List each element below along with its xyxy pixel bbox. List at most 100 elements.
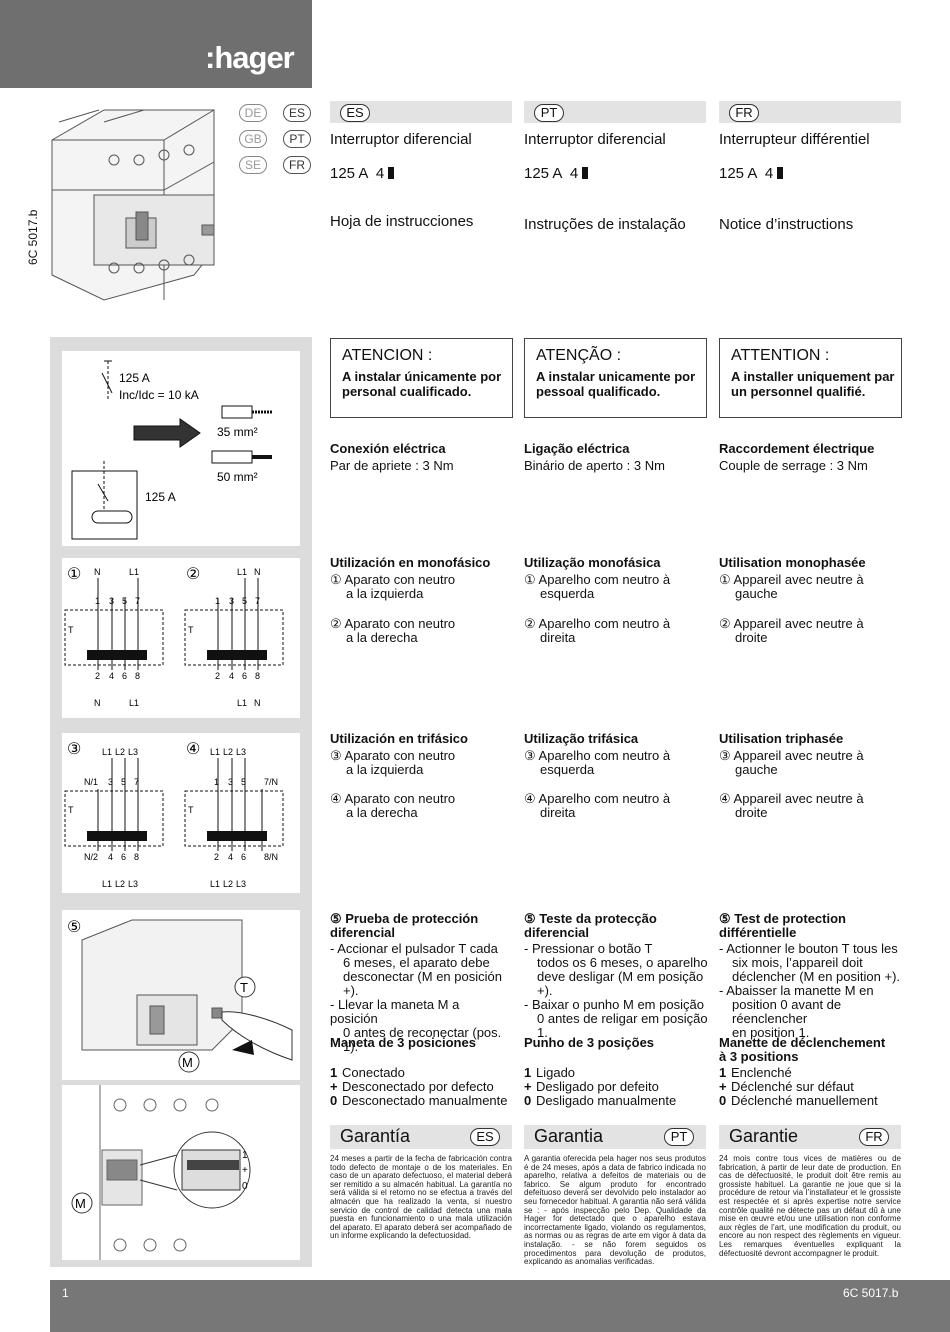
attention-box-es: ATENCION : A instalar únicamente por per… [330,338,513,418]
tri-3-line1: ③ Aparato con neutro [330,748,456,763]
test-line: - Actionner le bouton T tous les [719,941,898,956]
test-title-line2: diferencial [524,925,590,940]
conn-text-fr: Couple de serrage : 3 Nm [719,458,868,473]
handle-mark-1: 1 [242,1150,248,1161]
attention-line1-pt: A instalar unicamente por [536,369,696,384]
handle-title-line1: Manette de déclenchement [719,1035,886,1050]
mono-breaker-bar-2 [207,650,267,660]
label-l3-t3: L3 [128,747,138,757]
test-text-pt: - Pressionar o botão T todos os 6 meses,… [524,942,709,1040]
tri-title-fr: Utilisation triphasée [719,731,844,746]
term-8b: 8 [255,671,260,681]
connection-diagram: 125 A Inc/Idc = 10 kA 35 mm² 50 mm² 125 … [62,351,300,546]
lang-se: SE [239,156,267,174]
label-l2-t3: L2 [115,747,125,757]
column-header-fr [719,101,901,123]
term-6b: 6 [242,671,247,681]
label-l1-bot-1: L1 [129,698,139,708]
term4-5: 5 [241,777,246,787]
tri-title-pt: Utilização trifásica [524,731,639,746]
term4-4: 4 [228,852,233,862]
tri-3-line2: a la izquierda [346,762,424,777]
test-line: - Accionar el pulsador T cada [330,941,498,956]
test-line: - Llevar la maneta M a posición [330,997,460,1026]
tri-3-line1: ③ Aparelho com neutro à [524,748,671,763]
test-line: 0 antes de reconectar (pos. 1). [343,1025,502,1054]
term-4b: 4 [229,671,234,681]
mono-1-line2: a la izquierda [346,586,424,601]
column-header-es [330,101,512,123]
page-number: 1 [62,1286,69,1300]
handle-item: +Déclenché sur défaut [719,1079,854,1094]
term3-3: 3 [108,777,113,787]
handle-mark-plus: + [242,1165,248,1176]
term3-8: 8 [134,852,139,862]
logo-colon: : [205,40,215,75]
lang-fr: FR [283,156,311,174]
label-l1-t4: L1 [210,747,220,757]
attention-title-pt: ATENÇÃO : [536,347,622,364]
pole-mark [777,167,784,179]
term3-7: 7 [134,777,139,787]
tri-4-line1: ④ Appareil avec neutre à [719,791,864,806]
mono-1-line2: esquerda [540,586,595,601]
mono-title-fr: Utilisation monophasée [719,555,866,570]
num-3: ③ [67,741,81,758]
warranty-text-pt: A garantia oferecida pela hager nos seus… [524,1154,706,1267]
label-8n: 8/N [264,852,278,862]
attention-line1-fr: A installer uniquement par [731,369,895,384]
tri-4-line2: droite [735,805,768,820]
label-n1: N/1 [84,777,98,787]
diagram-breaking-capacity: Inc/Idc = 10 kA [119,388,199,402]
diagram-rating: 125 A [119,371,150,385]
test-title-line2: différentielle [719,925,797,940]
test-line: six mois, l’appareil doit [732,955,863,970]
handle-mark-0: 0 [242,1181,248,1192]
term-6: 6 [122,671,127,681]
attention-box-pt: ATENÇÃO : A instalar unicamente por pess… [524,338,707,418]
test-line: déclencher (M en position +). [732,969,901,984]
test-line: todos os 6 meses, o aparelho [537,955,708,970]
label-t-2: T [188,625,194,635]
label-l3-t4: L3 [236,747,246,757]
tri-3-line2: esquerda [540,762,595,777]
tri-4-line1: ④ Aparato con neutro [330,791,456,806]
warranty-text-es: 24 meses a partir de la fecha de fabrica… [330,1154,512,1241]
label-l1-bot-2: L1 [237,698,247,708]
label-t-3: T [68,805,74,815]
num-1: ① [67,566,81,583]
tri-4-line2: a la derecha [346,805,418,820]
handle-title-pt: Punho de 3 posições [524,1035,655,1050]
label-l2-b4: L2 [223,879,233,889]
term3-4: 4 [108,852,113,862]
label-7n: 7/N [264,777,278,787]
label-m-6: M [75,1196,86,1211]
term4-2: 2 [214,852,219,862]
test-line: - Baixar o punho M em posição [524,997,704,1012]
label-l3-b4: L3 [236,879,246,889]
test-line: - Abaisser la manette M en [719,983,874,998]
term-2: 2 [95,671,100,681]
warranty-header-fr: Garantie FR [719,1125,901,1149]
tri-3-line1: ③ Appareil avec neutre à [719,748,864,763]
test-text-fr: - Actionner le bouton T tous les six moi… [719,942,904,1040]
mono-breaker-bar-1 [87,650,147,660]
mono-1-line2: gauche [735,586,778,601]
lang-pt: PT [283,130,311,148]
label-l2-t4: L2 [223,747,233,757]
warranty-lang-fr: FR [859,1128,889,1146]
tri-4-line1: ④ Aparelho com neutro à [524,791,671,806]
attention-title-fr: ATTENTION : [731,347,830,364]
